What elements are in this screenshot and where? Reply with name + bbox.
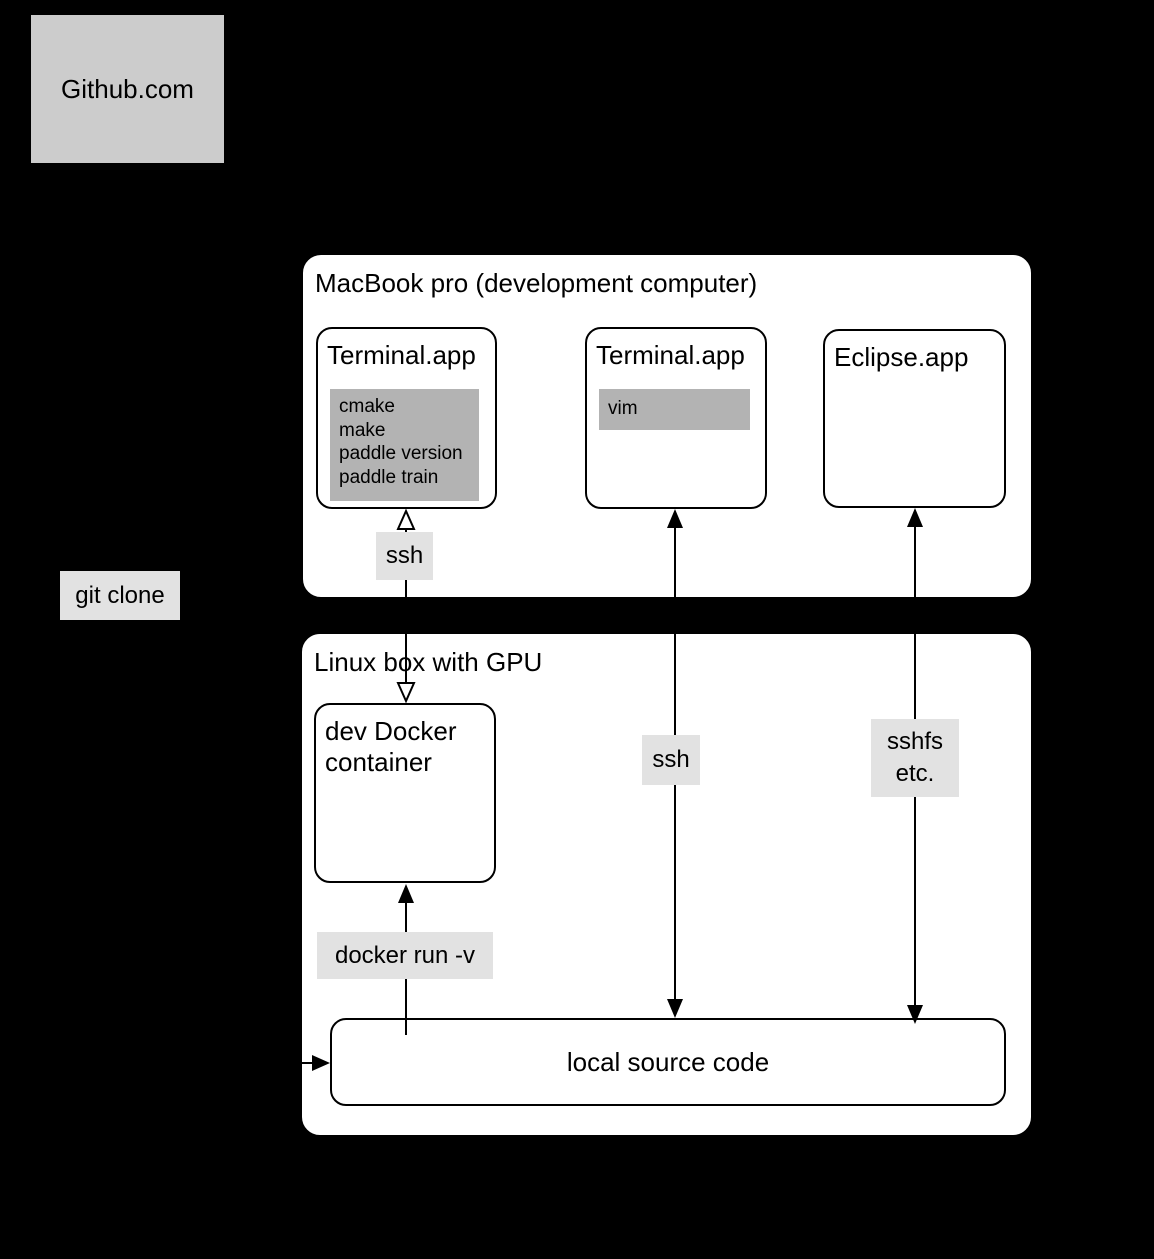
sshfs-label-line2: etc. [895, 760, 935, 787]
command-line: make [339, 419, 386, 441]
terminal-build-title: Terminal.app [327, 340, 476, 370]
docker-run-label-text: docker run -v [334, 941, 476, 969]
ssh-remote-label-text: ssh [652, 746, 690, 773]
command-line: paddle train [339, 466, 439, 488]
dev-docker-title: dev Docker container [325, 716, 457, 777]
sshfs-label: sshfs etc. [871, 719, 959, 797]
macbook-panel-title: MacBook pro (development computer) [315, 268, 758, 298]
github-label: Github.com [61, 73, 194, 104]
git-clone-label: git clone [60, 571, 180, 620]
ssh-remote-label: ssh [642, 735, 700, 785]
github-node: Github.com [31, 15, 224, 163]
docker-run-label: docker run -v [317, 932, 493, 979]
eclipse-title: Eclipse.app [834, 342, 969, 372]
dev-docker-node: dev Docker container [314, 703, 496, 883]
terminal-editor-title: Terminal.app [596, 340, 745, 370]
linux-panel-title: Linux box with GPU [314, 647, 543, 677]
eclipse-node: Eclipse.app [823, 329, 1006, 508]
command-line: paddle version [339, 443, 463, 464]
terminal-editor-commands: vim [599, 389, 750, 430]
command-line: vim [608, 398, 638, 419]
command-line: cmake [339, 396, 395, 417]
sshfs-label-line1: sshfs [886, 728, 943, 755]
git-clone-label-text: git clone [75, 581, 165, 609]
terminal-build-commands: cmake make paddle version paddle train [330, 389, 479, 501]
ssh-dev-label-text: ssh [385, 542, 424, 569]
local-source-node: local source code [330, 1018, 1006, 1106]
ssh-dev-label: ssh [376, 532, 433, 580]
local-source-label: local source code [566, 1046, 770, 1077]
